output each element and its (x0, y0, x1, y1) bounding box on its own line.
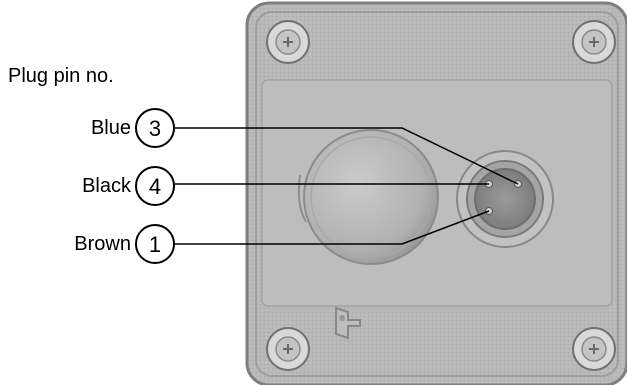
screw-icon (266, 20, 310, 64)
plug-pin-heading: Plug pin no. (8, 65, 114, 87)
pin-row-black: Black 4 (82, 166, 489, 206)
pin-row-brown: Brown 1 (74, 210, 490, 264)
pin-number: 3 (149, 116, 161, 141)
connector-socket-icon (456, 150, 554, 248)
wire-color-label: Brown (74, 233, 131, 255)
screw-icon (266, 327, 310, 371)
screw-icon (572, 327, 616, 371)
pin-number: 1 (149, 232, 161, 257)
pin-number-circle (135, 166, 175, 206)
pin-row-blue: Blue 3 (91, 108, 519, 185)
screw-icon (572, 20, 616, 64)
leader-line (174, 210, 490, 245)
wire-color-label: Black (82, 175, 132, 197)
bracket-icon (335, 306, 361, 340)
leader-line (174, 127, 519, 185)
wire-color-label: Blue (91, 117, 131, 139)
pin-number: 4 (149, 174, 161, 199)
gland-icon (297, 129, 439, 265)
